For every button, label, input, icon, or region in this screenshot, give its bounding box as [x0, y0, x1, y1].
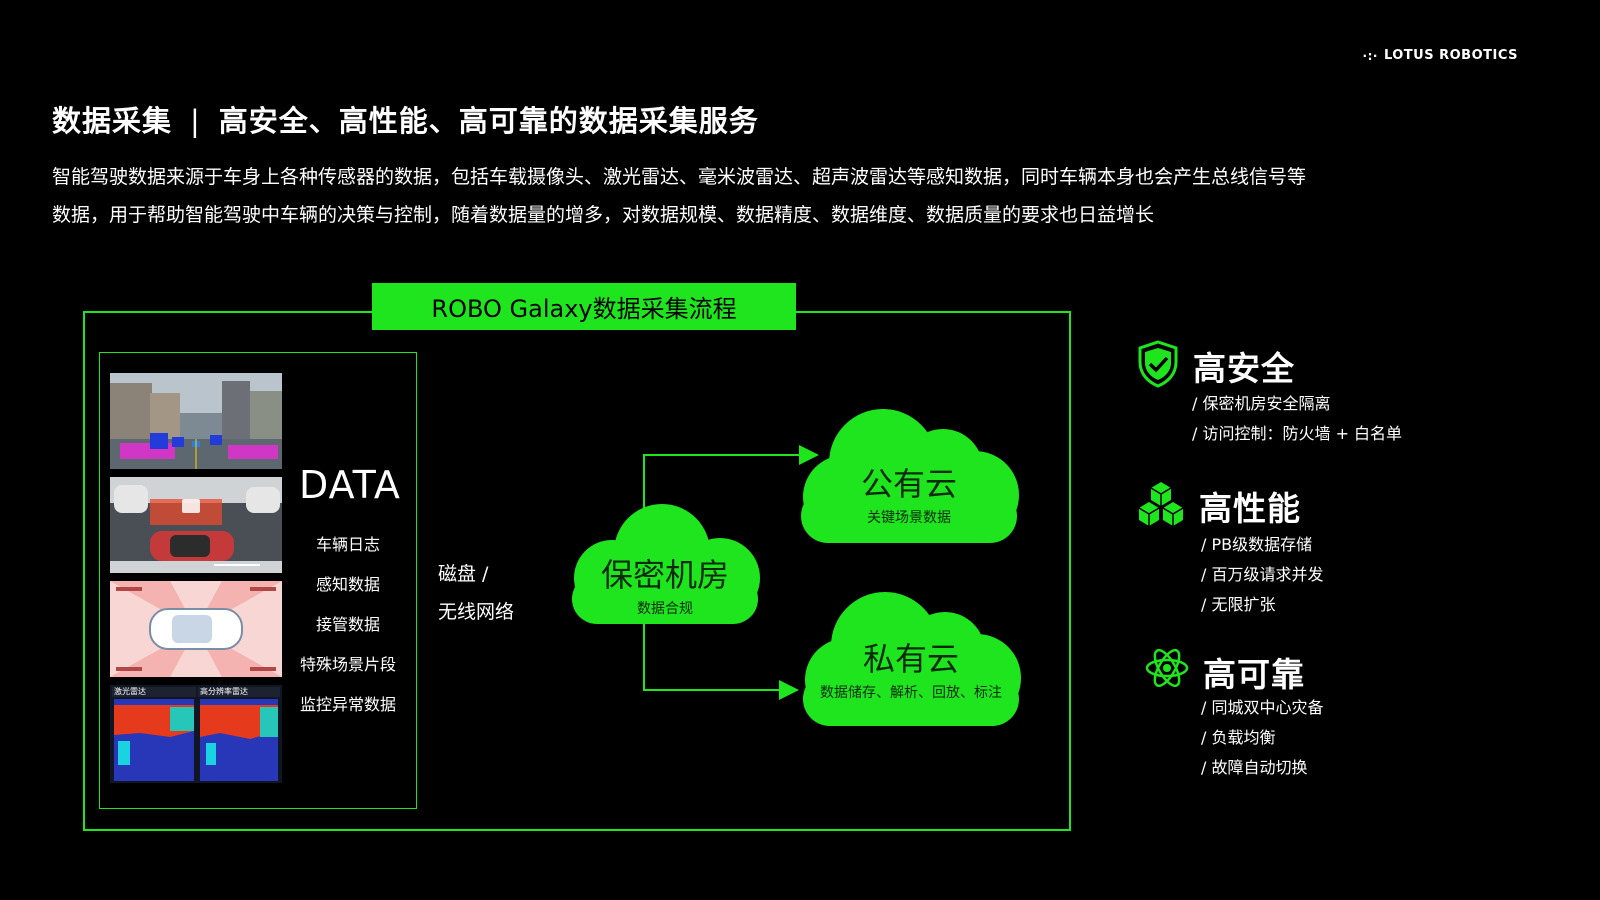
intro-line-1: 智能驾驶数据来源于车身上各种传感器的数据，包括车载摄像头、激光雷达、毫米波雷达、…: [52, 166, 1307, 188]
feature-title-security: 高安全: [1193, 349, 1295, 388]
feature-item: / 故障自动切换: [1201, 758, 1308, 777]
title-separator: |: [190, 104, 201, 138]
feature-title-performance: 高性能: [1199, 489, 1301, 528]
transfer-line-2: 无线网络: [438, 601, 515, 623]
shield-check-icon: [1137, 340, 1179, 392]
street-scene-thumbnail: [110, 373, 282, 469]
public-cloud-sub: 关键场景数据: [867, 510, 951, 526]
datacenter-name: 保密机房: [600, 556, 729, 594]
feature-item: / 无限扩张: [1201, 595, 1276, 614]
private-cloud-sub: 数据储存、解析、回放、标注: [820, 685, 1002, 701]
feature-item: / 同城双中心灾备: [1201, 698, 1324, 717]
private-cloud: 私有云 数据储存、解析、回放、标注: [795, 588, 1027, 730]
feature-item: / 负载均衡: [1201, 728, 1276, 747]
arrow-to-private-cloud: [643, 622, 799, 700]
headline: 高安全、高性能、高可靠的数据采集服务: [218, 104, 759, 138]
data-item: 特殊场景片段: [299, 655, 396, 674]
data-source-panel: 激光雷达 高分辨率雷达: [99, 352, 417, 809]
flow-title: ROBO Galaxy数据采集流程: [372, 283, 796, 330]
brand-mark-icon: ·:·: [1362, 48, 1378, 63]
cubes-icon: [1137, 480, 1185, 532]
brand-name: LOTUS ROBOTICS: [1383, 48, 1518, 63]
feature-list-reliability: / 同城双中心灾备 / 负载均衡 / 故障自动切换: [1201, 693, 1323, 783]
feature-item: / PB级数据存储: [1201, 535, 1313, 554]
datacenter-cloud: 保密机房 数据合规: [562, 500, 768, 628]
transfer-line-1: 磁盘 /: [438, 563, 489, 585]
private-cloud-name: 私有云: [862, 640, 959, 678]
feature-item: / 百万级请求并发: [1201, 565, 1324, 584]
feature-item: / 保密机房安全隔离: [1192, 394, 1331, 413]
feature-title-reliability: 高可靠: [1203, 655, 1305, 694]
public-cloud-name: 公有云: [860, 465, 957, 503]
radar-heatmap-thumbnail: [110, 685, 282, 783]
radar-label-lidar: 激光雷达: [114, 687, 146, 696]
data-item-list: 车辆日志 感知数据 接管数据 特殊场景片段 监控异常数据: [290, 525, 406, 725]
atom-icon: [1144, 645, 1190, 695]
data-item: 感知数据: [315, 575, 380, 594]
datacenter-sub: 数据合规: [637, 601, 693, 617]
data-item: 车辆日志: [315, 535, 380, 554]
brand-logo: ·:· LOTUS ROBOTICS: [1363, 48, 1518, 63]
public-cloud: 公有云 关键场景数据: [793, 405, 1025, 547]
sensor-coverage-thumbnail: [110, 581, 282, 677]
data-item: 监控异常数据: [299, 695, 396, 714]
data-item: 接管数据: [315, 615, 380, 634]
feature-item: / 访问控制：防火墙 + 白名单: [1192, 424, 1403, 443]
transfer-label: 磁盘 / 无线网络: [438, 555, 514, 631]
data-heading: DATA: [299, 463, 401, 507]
feature-list-security: / 保密机房安全隔离 / 访问控制：防火墙 + 白名单: [1192, 389, 1402, 449]
intro-line-2: 数据，用于帮助智能驾驶中车辆的决策与控制，随着数据量的增多，对数据规模、数据精度…: [52, 204, 1155, 226]
page-title: 数据采集 | 高安全、高性能、高可靠的数据采集服务: [52, 98, 759, 140]
feature-list-performance: / PB级数据存储 / 百万级请求并发 / 无限扩张: [1201, 530, 1323, 620]
parking-radar-thumbnail: [110, 477, 282, 573]
section-title: 数据采集: [52, 104, 173, 138]
radar-label-hires: 高分辨率雷达: [200, 687, 248, 696]
intro-paragraph: 智能驾驶数据来源于车身上各种传感器的数据，包括车载摄像头、激光雷达、毫米波雷达、…: [52, 158, 1512, 234]
arrow-to-public-cloud: [643, 445, 819, 512]
